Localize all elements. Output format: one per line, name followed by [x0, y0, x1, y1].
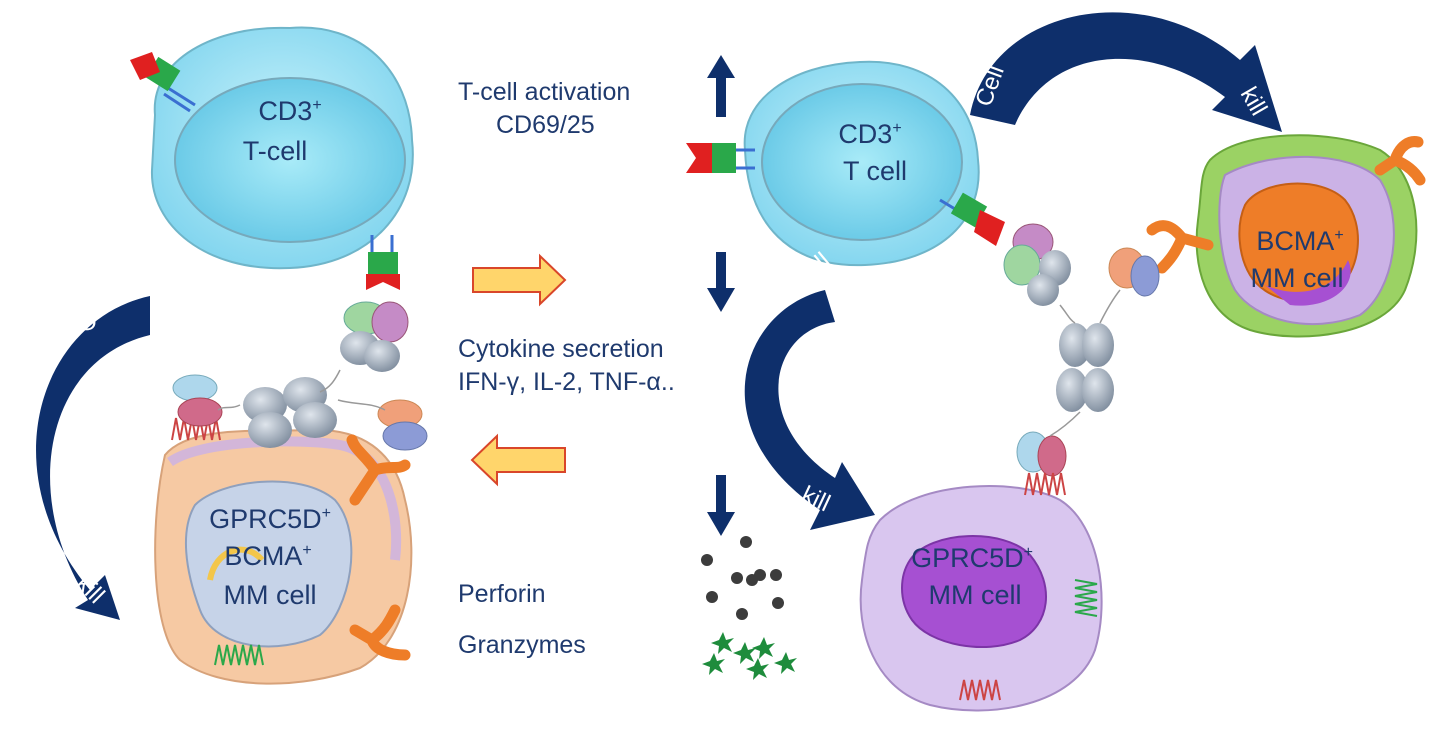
tcr-receptor-icon	[939, 192, 1005, 246]
svg-text:BCMA+: BCMA+	[1256, 226, 1343, 256]
activation-label: T-cell activation	[458, 78, 630, 106]
cell-kill-arrow-left: Cell kill	[36, 296, 150, 620]
mm-cell-left: GPRC5D+ BCMA+ MM cell	[154, 417, 413, 685]
tcr-receptor-icon	[366, 235, 400, 290]
bcma-receptor-icon	[1374, 136, 1426, 186]
up-arrow-icon	[707, 55, 735, 117]
svg-text:T-cell: T-cell	[243, 136, 308, 166]
mm-cell-gprc5d: GPRC5D+ MM cell	[859, 472, 1103, 712]
bcma-receptor-icon	[346, 434, 411, 506]
down-arrow-icon	[707, 475, 735, 536]
tcr-receptor-icon	[686, 143, 755, 173]
t-cell-right: CD3+ T cell	[686, 60, 1005, 267]
tcr-receptor-icon	[130, 52, 196, 113]
svg-text:T cell: T cell	[843, 156, 907, 186]
svg-text:MM cell: MM cell	[224, 580, 317, 610]
gprc5d-receptor-icon	[214, 644, 264, 666]
bcma-receptor-icon	[349, 604, 411, 661]
gprc5d-receptor-icon	[1024, 472, 1066, 496]
down-arrow-icon	[707, 252, 735, 312]
svg-text:MM cell: MM cell	[1251, 263, 1344, 293]
svg-text:CD3+: CD3+	[258, 96, 321, 126]
perforin-dots-icon	[701, 536, 784, 620]
perforin-label: Perforin	[458, 580, 546, 608]
gprc5d-receptor-icon	[171, 417, 221, 441]
granzymes-label: Granzymes	[458, 631, 586, 659]
gprc5d-receptor-icon	[1074, 579, 1098, 617]
granzyme-stars-icon	[702, 632, 797, 680]
cell-kill-arrow-middle: Cell kill	[744, 247, 875, 530]
activation-markers: CD69/25	[496, 111, 595, 139]
svg-text:Cell: Cell	[53, 306, 98, 340]
svg-text:MM cell: MM cell	[929, 580, 1022, 610]
cytokine-list: IFN-γ, IL-2, TNF-α..	[458, 368, 675, 396]
mm-cell-bcma: BCMA+ MM cell	[1146, 134, 1426, 338]
svg-text:CD3+: CD3+	[838, 119, 901, 149]
left-block-arrow-icon	[470, 433, 566, 487]
bcma-receptor-icon	[1146, 220, 1214, 274]
svg-text:GPRC5D+: GPRC5D+	[209, 504, 331, 534]
trispecific-antibody-left	[172, 301, 428, 451]
right-block-arrow-icon	[472, 253, 567, 307]
svg-text:GPRC5D+: GPRC5D+	[911, 543, 1033, 573]
svg-text:BCMA+: BCMA+	[224, 541, 311, 571]
trispecific-antibody-right	[1003, 223, 1160, 477]
cell-kill-arrow-top: Cell kill	[970, 12, 1282, 132]
t-cell-left: CD3+ T-cell	[130, 26, 414, 290]
cytokine-label: Cytokine secretion	[458, 335, 664, 363]
gprc5d-receptor-icon	[959, 679, 1001, 701]
